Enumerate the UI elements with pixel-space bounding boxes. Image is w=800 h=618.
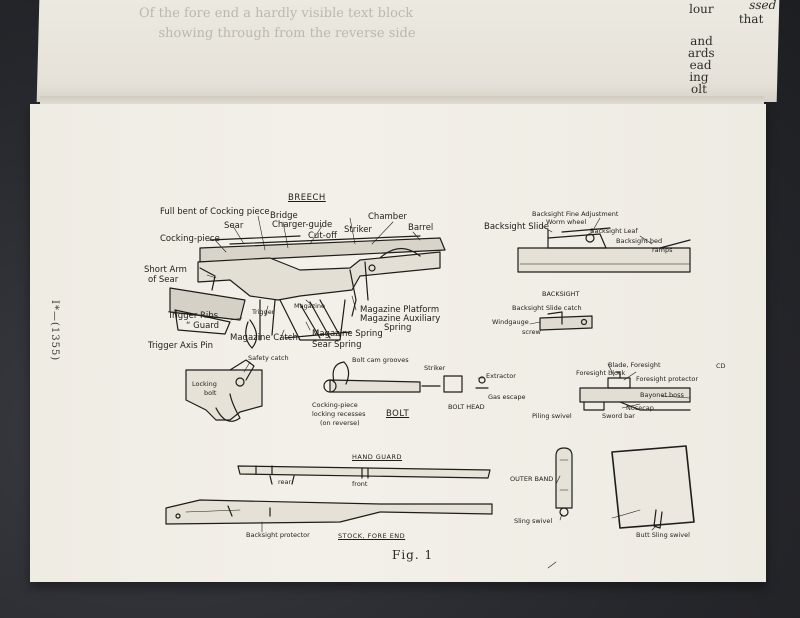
label-barrel: Barrel <box>408 223 434 233</box>
label-slide-catch: Backsight Slide catch <box>512 304 582 312</box>
label-locking-recesses: locking recesses <box>312 410 366 418</box>
label-magazine-catch: Magazine Catch. <box>230 333 301 343</box>
hand-guard-drawing <box>237 465 491 485</box>
label-trigger-ribs: Trigger Ribs <box>168 311 219 321</box>
label-magazine-platform: Magazine Platform <box>360 305 440 315</box>
label-gas-escape: Gas escape <box>488 393 526 401</box>
label-front: front <box>352 480 368 488</box>
label-sear: Sear <box>224 221 244 231</box>
label-striker-bolt: Striker <box>424 364 446 372</box>
label-guard: “ Guard <box>186 321 220 331</box>
label-chamber: Chamber <box>368 212 407 222</box>
label-charger-guide: Charger-guide <box>272 220 333 230</box>
label-cocking-piece: Cocking-piece <box>160 234 220 244</box>
label-short-arm: Short Arm <box>144 265 187 275</box>
label-foresight-protector: Foresight protector <box>636 375 699 383</box>
label-trigger: Trigger <box>252 308 275 316</box>
corner-mark: CD <box>716 362 726 370</box>
label-foresight-block: Foresight block <box>576 369 626 377</box>
breech-title: BREECH <box>288 193 326 203</box>
label-sear-spring: Sear Spring <box>312 340 362 350</box>
label-safety-catch: Safety catch <box>248 354 289 362</box>
label-full-bent: Full bent of Cocking piece <box>160 207 270 217</box>
label-piling-swivel: Piling swivel <box>532 412 572 420</box>
label-cocking-piece-bolt: Cocking-piece <box>312 401 358 409</box>
breech-drawing <box>169 235 446 349</box>
bolt-title: BOLT <box>386 409 410 419</box>
label-cut-off: Cut-off <box>308 231 337 241</box>
label-ramps: ramps <box>652 246 673 254</box>
slide-catch-drawing <box>539 311 593 331</box>
label-worm-wheel: Worm wheel <box>546 218 587 226</box>
figure-caption: Fig. 1 <box>392 548 434 562</box>
backsight-title: BACKSIGHT <box>542 290 580 298</box>
label-windgauge: Windgauge <box>492 318 529 326</box>
safety-catch-drawing <box>185 359 263 422</box>
label-magazine-spring: Magazine Spring <box>312 329 383 339</box>
label-magazine: Magazine <box>294 302 326 310</box>
backsight-drawing <box>517 227 691 273</box>
label-backsight-bed: Backsight bed <box>616 237 663 245</box>
label-magazine-auxiliary: Magazine Auxiliary <box>360 314 441 324</box>
foresight-drawing <box>579 371 691 411</box>
label-backsight-fine-adjustment: Backsight Fine Adjustment <box>532 210 619 218</box>
label-sling-swivel: Sling swivel <box>514 517 553 525</box>
label-backsight-leaf: Backsight Leaf <box>590 227 638 235</box>
butt-drawing <box>611 445 695 529</box>
label-spring: Spring <box>384 323 412 333</box>
label-striker: Striker <box>344 225 372 235</box>
hand-guard-title: HAND GUARD <box>352 453 403 461</box>
label-screw: screw <box>522 328 541 336</box>
outer-band-drawing <box>555 447 573 517</box>
stock-title: STOCK, FORE END <box>338 532 406 540</box>
label-blade-foresight: Blade, Foresight <box>608 361 661 369</box>
bolt-drawing <box>323 361 489 393</box>
label-bolt-head: BOLT HEAD <box>448 403 485 411</box>
label-backsight-slide: Backsight Slide <box>484 222 549 232</box>
label-sword-bar: Sword bar <box>602 412 635 420</box>
label-trigger-axis-pin: Trigger Axis Pin <box>148 341 214 351</box>
label-outer-band: OUTER BAND <box>510 475 554 483</box>
label-bridge: Bridge <box>270 211 298 221</box>
label-bolt-cam-grooves: Bolt cam grooves <box>352 356 409 364</box>
label-locking: Locking <box>192 380 217 388</box>
stock-drawing <box>165 499 493 533</box>
label-bayonet-boss: Bayonet boss <box>640 391 684 399</box>
label-extractor: Extractor <box>486 372 516 380</box>
label-backsight-protector: Backsight protector <box>246 531 310 539</box>
label-bolt: bolt <box>204 389 217 397</box>
label-rear: rear <box>278 478 292 486</box>
label-butt-sling-swivel: Butt Sling swivel <box>636 531 690 539</box>
label-of-sear: of Sear <box>148 275 179 285</box>
label-nosecap: Nosecap <box>626 404 654 412</box>
label-on-reverse: (on reverse) <box>320 419 360 427</box>
